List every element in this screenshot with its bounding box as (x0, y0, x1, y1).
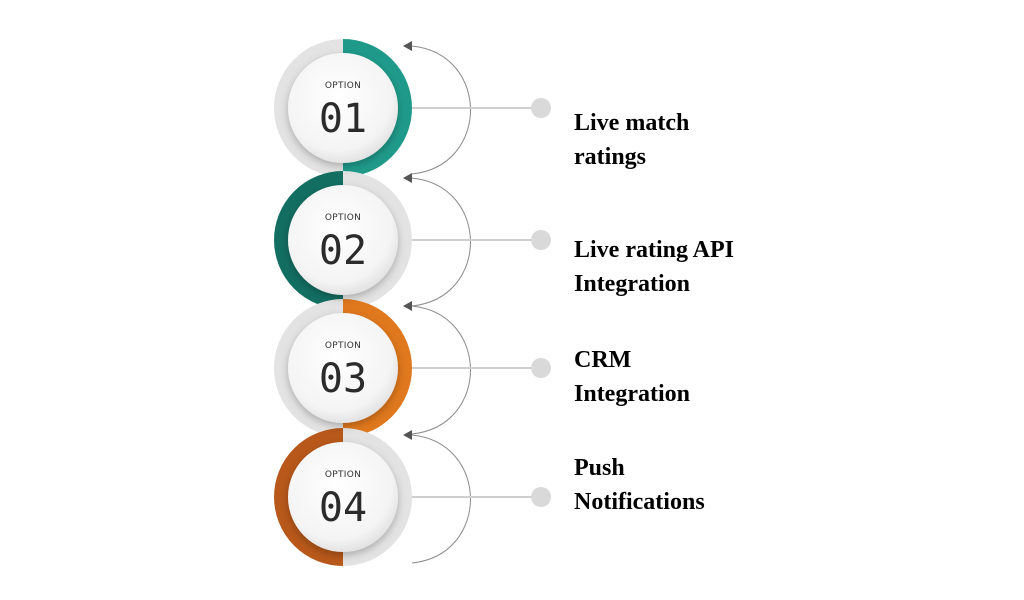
option-description-line: ratings (574, 144, 646, 170)
cycle-arrow-01 (411, 45, 471, 175)
option-circle-03 (288, 313, 398, 423)
arrowhead-icon (403, 41, 412, 51)
option-label: OPTION (325, 81, 361, 91)
option-description-line: CRM (574, 347, 632, 373)
option-number: 02 (319, 228, 367, 274)
option-circle-01 (288, 53, 398, 163)
option-number: 03 (319, 356, 367, 402)
option-accent-arc-04 (274, 428, 344, 566)
option-description-line: Notifications (574, 489, 705, 515)
option-description-01: Live match ratings (574, 106, 834, 174)
connector-dot-01 (531, 98, 551, 118)
option-circle-02 (288, 185, 398, 295)
option-description-line: Integration (574, 271, 690, 297)
arrowhead-icon (403, 173, 412, 183)
option-label: OPTION (325, 341, 361, 351)
arrowhead-icon (403, 430, 412, 440)
cycle-arrow-04 (411, 434, 471, 564)
connector-dot-03 (531, 358, 551, 378)
option-accent-arc-01 (342, 39, 412, 177)
cycle-arrow-03 (411, 305, 471, 435)
option-number: 04 (319, 485, 367, 531)
option-description-line: Live match (574, 110, 690, 136)
arrowhead-icon (403, 301, 412, 311)
option-accent-arc-02 (274, 171, 344, 309)
connector-dot-02 (531, 230, 551, 250)
option-label: OPTION (325, 470, 361, 480)
cycle-arrow-02 (411, 177, 471, 307)
option-description-line: Live rating API (574, 237, 734, 263)
option-label: OPTION (325, 213, 361, 223)
option-description-02: Live rating API Integration (574, 233, 834, 301)
option-description-line: Integration (574, 381, 690, 407)
option-number: 01 (319, 96, 367, 142)
option-description-03: CRM Integration (574, 343, 834, 411)
option-accent-arc-03 (342, 299, 412, 437)
option-description-line: Push (574, 455, 625, 481)
option-circle-04 (288, 442, 398, 552)
connector-dot-04 (531, 487, 551, 507)
